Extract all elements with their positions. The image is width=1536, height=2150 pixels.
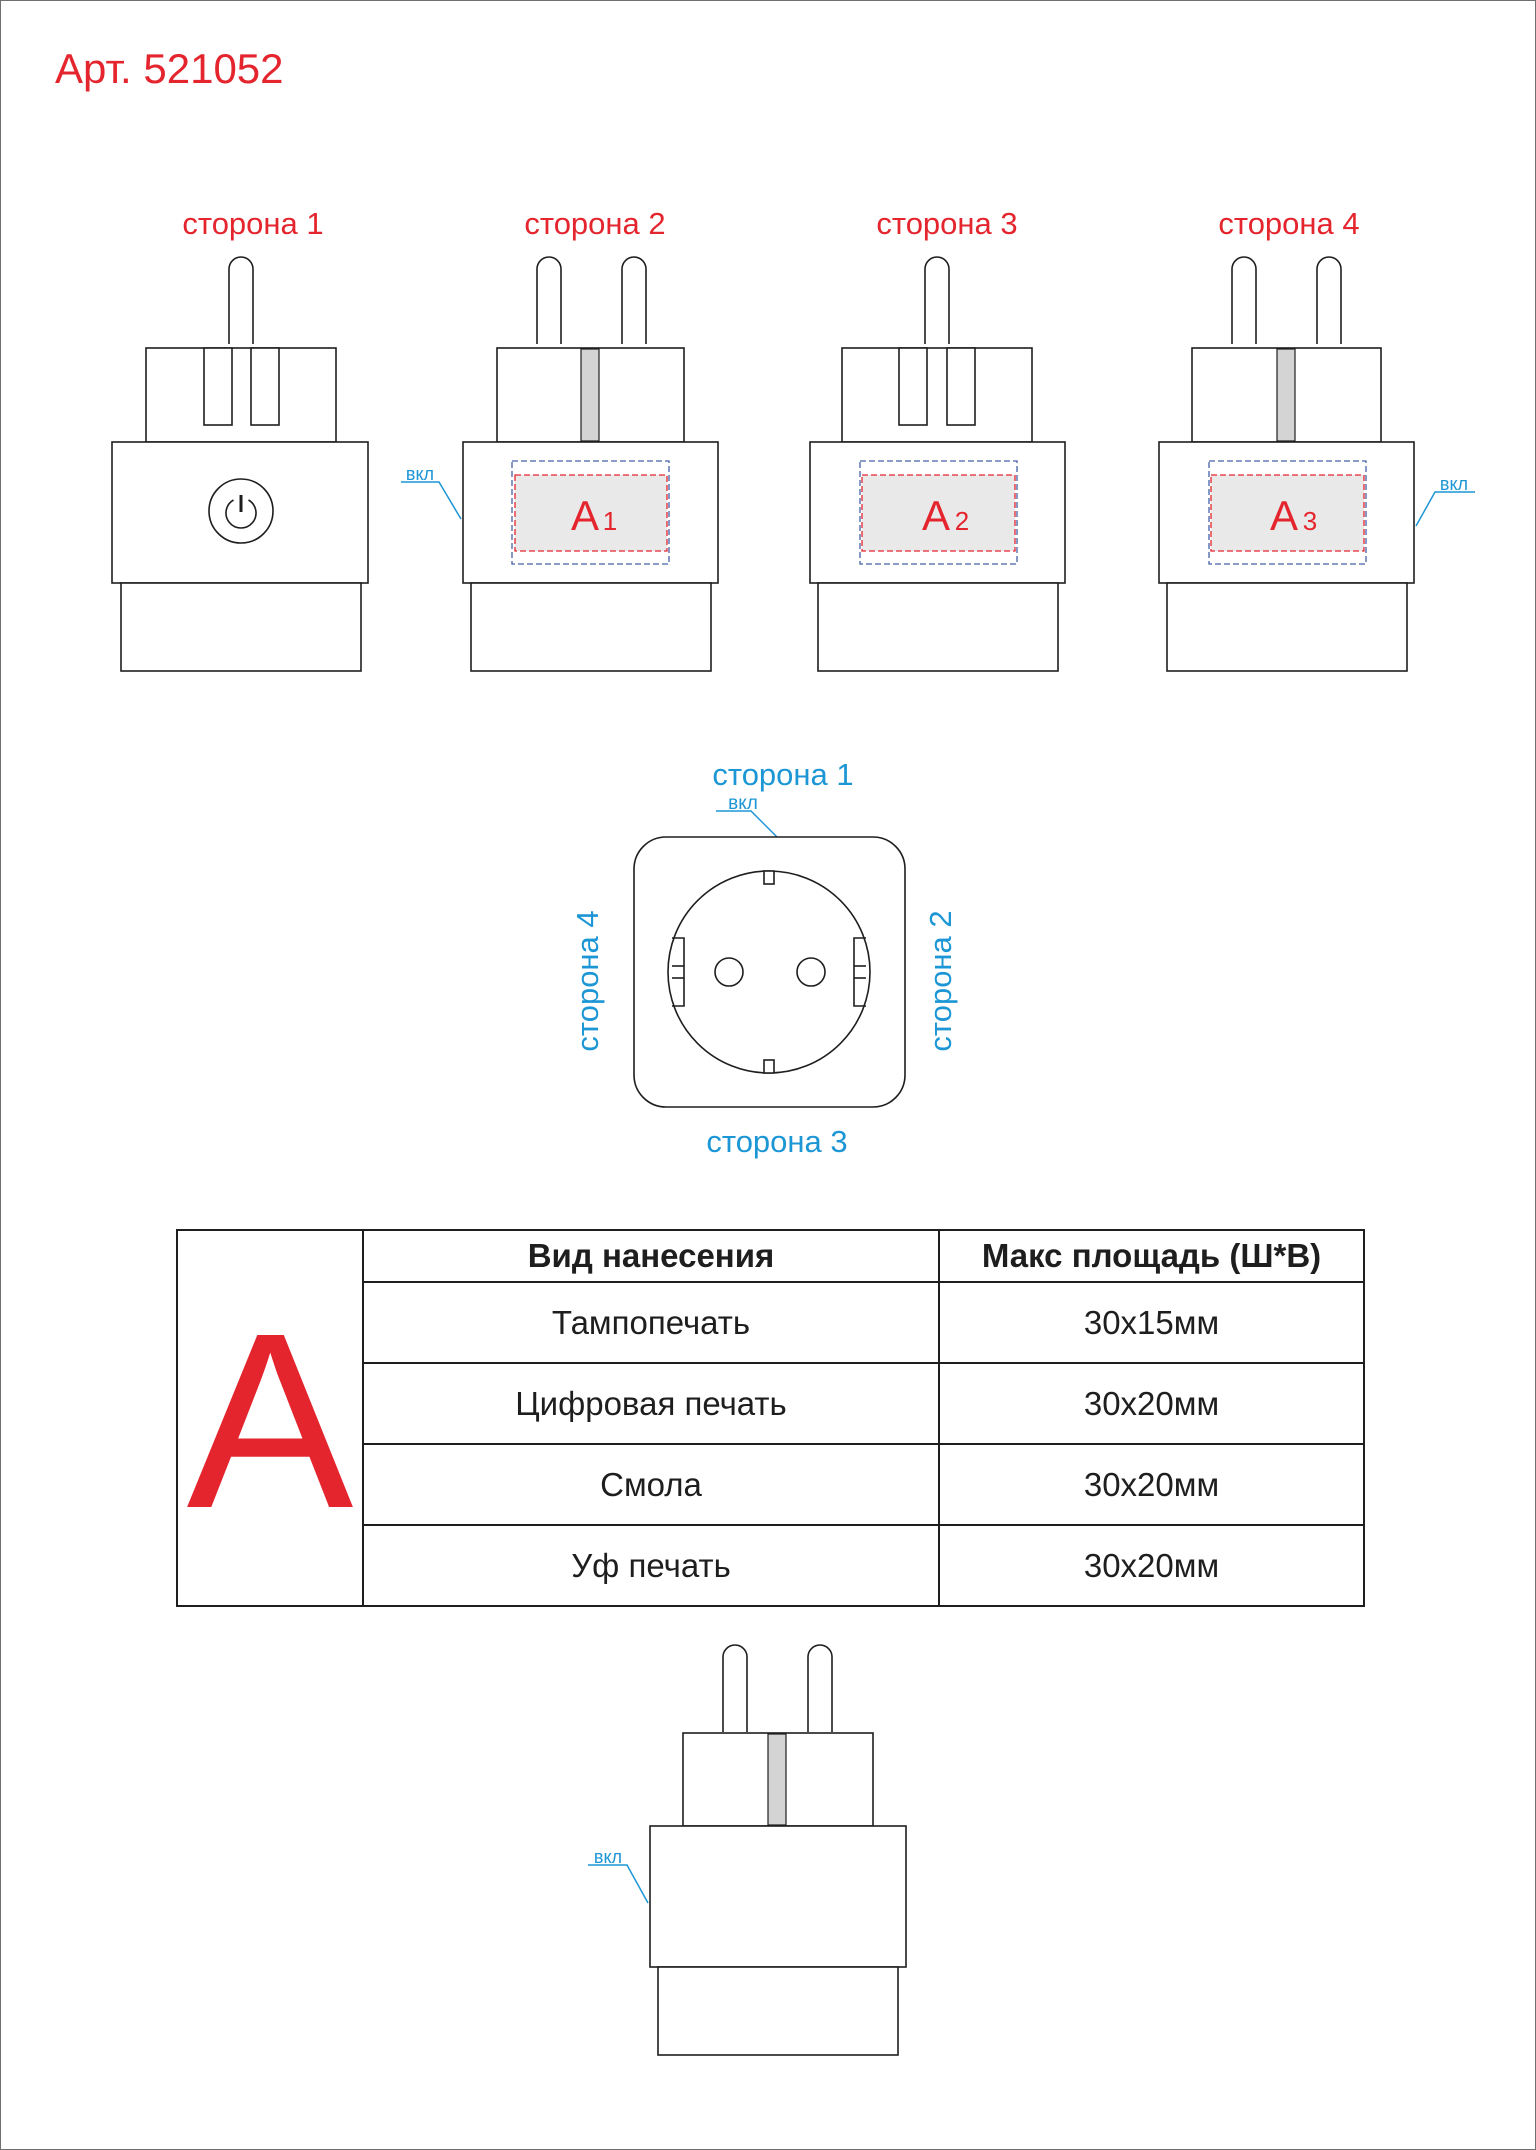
print-area-index: 2 bbox=[955, 506, 969, 536]
switch-leader-line bbox=[716, 810, 778, 838]
header-method: Вид нанесения bbox=[362, 1229, 940, 1283]
plug-pin bbox=[924, 256, 950, 344]
table-row: Тампопечать 30x15мм bbox=[177, 1281, 1365, 1364]
print-area-index: 1 bbox=[603, 506, 617, 536]
print-area bbox=[514, 474, 668, 552]
side-view-label: сторона 4 bbox=[1218, 206, 1359, 241]
adapter-base bbox=[120, 582, 362, 672]
socket-recess bbox=[667, 870, 871, 1074]
adapter-body bbox=[649, 1825, 907, 1968]
print-area bbox=[1210, 474, 1365, 552]
plug-pin bbox=[228, 256, 254, 344]
print-area-letter: A bbox=[922, 492, 950, 539]
side-view-label: сторона 1 bbox=[182, 206, 323, 241]
switch-leader-line bbox=[401, 481, 462, 520]
socket-top-view: сторона 1 вкл сторона 3 сторона 2 сторон… bbox=[570, 757, 958, 1159]
max-area-outline bbox=[511, 460, 670, 565]
side-view-4: сторона 4 A 3 вкл bbox=[1158, 206, 1475, 672]
side-view-label: сторона 3 bbox=[876, 206, 1017, 241]
plug-pin bbox=[621, 256, 647, 344]
collar-slot bbox=[946, 347, 976, 426]
plug-pin bbox=[536, 256, 562, 344]
print-area-index: 3 bbox=[1303, 506, 1317, 536]
max-area-outline bbox=[1208, 460, 1367, 565]
switch-label: вкл bbox=[728, 793, 758, 814]
method-cell: Уф печать bbox=[362, 1524, 940, 1607]
side-view-2: сторона 2 A 1 вкл bbox=[401, 206, 719, 672]
size-cell: 30x15мм bbox=[938, 1281, 1365, 1364]
socket-side-label-right: сторона 2 bbox=[923, 910, 958, 1051]
print-area-letter: A bbox=[571, 492, 599, 539]
power-icon bbox=[225, 495, 257, 529]
switch-leader-line bbox=[1415, 491, 1475, 527]
header-max-area: Макс площадь (Ш*В) bbox=[938, 1229, 1365, 1283]
table-header-row: A Вид нанесения Макс площадь (Ш*В) bbox=[176, 1229, 1365, 1607]
adapter-base bbox=[1166, 582, 1408, 672]
collar-divider bbox=[767, 1733, 787, 1826]
article-number: Арт. 521052 bbox=[55, 45, 284, 92]
print-specification-table: A Вид нанесения Макс площадь (Ш*В) Тампо… bbox=[176, 1229, 1365, 1607]
adapter-base bbox=[470, 582, 712, 672]
plug-pin bbox=[1316, 256, 1342, 344]
plug-pin bbox=[807, 1644, 833, 1732]
side-view-label: сторона 2 bbox=[524, 206, 665, 241]
collar-slot bbox=[898, 347, 928, 426]
area-letter-cell: A bbox=[176, 1229, 364, 1607]
pin-hole bbox=[714, 957, 744, 987]
table-row: Уф печать 30x20мм bbox=[177, 1524, 1365, 1607]
switch-label: вкл bbox=[594, 1847, 622, 1867]
pin-hole bbox=[796, 957, 826, 987]
plug-pin bbox=[722, 1644, 748, 1732]
earth-clip bbox=[763, 870, 775, 885]
collar-slot bbox=[250, 347, 280, 426]
earth-clip bbox=[763, 1059, 775, 1074]
side-view-1: сторона 1 bbox=[111, 206, 369, 672]
collar-divider bbox=[580, 348, 600, 442]
side-clip bbox=[853, 937, 866, 1007]
socket-side-label-left: сторона 4 bbox=[570, 910, 605, 1051]
side-clip bbox=[672, 937, 685, 1007]
print-area bbox=[861, 474, 1016, 552]
collar-divider bbox=[1276, 348, 1296, 442]
collar-slot bbox=[203, 347, 233, 426]
adapter-base bbox=[817, 582, 1059, 672]
table-row: Цифровая печать 30x20мм bbox=[177, 1362, 1365, 1445]
table-row: Смола 30x20мм bbox=[177, 1443, 1365, 1526]
method-cell: Смола bbox=[362, 1443, 940, 1526]
max-area-outline bbox=[859, 460, 1018, 565]
socket-side-label-bottom: сторона 3 bbox=[706, 1124, 847, 1159]
size-cell: 30x20мм bbox=[938, 1524, 1365, 1607]
plug-pin bbox=[1231, 256, 1257, 344]
side-view-3: сторона 3 A 2 bbox=[809, 206, 1066, 672]
print-area-letter: A bbox=[1270, 492, 1298, 539]
switch-leader-line bbox=[588, 1864, 649, 1904]
plug-collar bbox=[841, 347, 1033, 443]
plug-collar bbox=[145, 347, 337, 443]
method-cell: Цифровая печать bbox=[362, 1362, 940, 1445]
switch-label: вкл bbox=[406, 464, 434, 484]
size-cell: 30x20мм bbox=[938, 1362, 1365, 1445]
socket-side-label-top: сторона 1 bbox=[712, 757, 853, 792]
bottom-side-view: вкл bbox=[588, 1644, 907, 2056]
size-cell: 30x20мм bbox=[938, 1443, 1365, 1526]
switch-label: вкл bbox=[1440, 474, 1468, 494]
method-cell: Тампопечать bbox=[362, 1281, 940, 1364]
adapter-base bbox=[657, 1966, 899, 2056]
